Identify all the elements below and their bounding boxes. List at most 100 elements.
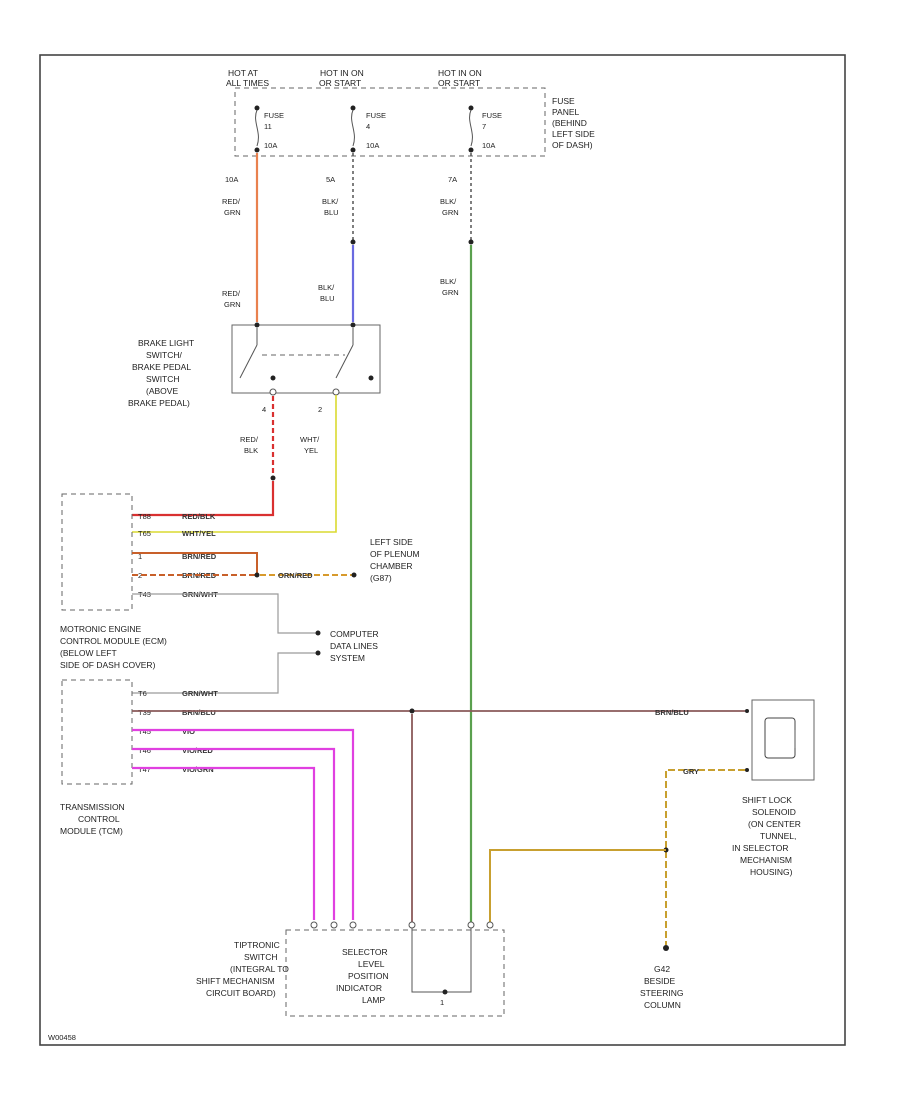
tcm-box: [61, 679, 133, 785]
selector-pin-gry: [486, 921, 494, 929]
wire-label-blk-grn-top-1: BLK/: [440, 197, 457, 206]
wire-label-orn-red: ORN/RED: [278, 571, 313, 580]
shift-lock-solenoid-box: [751, 699, 815, 781]
fuse-4-label: FUSE: [366, 111, 386, 120]
wire-grn-wht-tcm: [132, 652, 318, 694]
selector-label-4: INDICATOR: [336, 983, 382, 993]
wire-gry-to-lamp: [489, 849, 666, 925]
ground-label-1: LEFT SIDE: [370, 537, 413, 547]
connector-blk-grn: [468, 239, 474, 245]
ground-g87-label: LEFT SIDE OF PLENUM CHAMBER (G87): [370, 537, 420, 583]
tcm-wire-label-t46: VIO/RED: [182, 746, 213, 755]
ecm-box: [61, 493, 133, 611]
wire-wht-yel: [132, 395, 337, 533]
wire-label-red-grn-mid-2: GRN: [224, 300, 241, 309]
selector-pin-blk-grn: [467, 921, 475, 929]
shift-lock-label-5: IN SELECTOR: [732, 843, 789, 853]
tiptronic-label-3: (INTEGRAL TO: [230, 964, 289, 974]
shift-lock-label-3: (ON CENTER: [748, 819, 801, 829]
wire-label-red-blk-2: BLK: [244, 446, 258, 455]
fuse-4-top-terminal: [350, 105, 356, 111]
tcm-wire-label-t47: VIO/GRN: [182, 765, 214, 774]
data-line-connector-b: [315, 650, 321, 656]
brake-switch-terminal-b: [350, 322, 356, 328]
fuse-7-symbol: [469, 109, 473, 147]
fuse-7-rating: 10A: [482, 141, 495, 150]
brake-switch-pin-2: [332, 388, 340, 396]
tiptronic-label: TIPTRONIC SWITCH (INTEGRAL TO SHIFT MECH…: [196, 940, 289, 998]
wire-vio-red: [132, 747, 336, 920]
brake-switch-label-1: BRAKE LIGHT: [138, 338, 194, 348]
wire-label-blk-blu-top-1: BLK/: [322, 197, 339, 206]
fuse-7-bottom-terminal: [468, 147, 474, 153]
brake-switch-pin-right-label: 2: [318, 405, 322, 414]
tcm-label-1: TRANSMISSION: [60, 802, 125, 812]
wire-vio: [132, 728, 355, 920]
fuse-11-label: FUSE: [264, 111, 284, 120]
brake-switch-label: BRAKE LIGHT SWITCH/ BRAKE PEDAL SWITCH (…: [128, 338, 194, 408]
ecm-pin-t65: T65: [138, 529, 151, 538]
computer-data-label-3: SYSTEM: [330, 653, 365, 663]
tiptronic-label-4: SHIFT MECHANISM: [196, 976, 275, 986]
wire-label-blk-blu-mid-2: BLU: [320, 294, 335, 303]
brake-switch-label-5: (ABOVE: [146, 386, 178, 396]
fuse-4-bottom-terminal: [350, 147, 356, 153]
shift-lock-label-1: SHIFT LOCK: [742, 795, 792, 805]
ecm-label: MOTRONIC ENGINE CONTROL MODULE (ECM) (BE…: [60, 624, 167, 670]
wire-gry: [665, 769, 745, 945]
wire-label-red-grn-top-2: GRN: [224, 208, 241, 217]
ecm-label-3: (BELOW LEFT: [60, 648, 117, 658]
power-source-1: HOT AT ALL TIMES FUSE 11 10A 10A: [225, 68, 284, 184]
ecm-pin-t88: T88: [138, 512, 151, 521]
tcm-label: TRANSMISSION CONTROL MODULE (TCM): [60, 802, 125, 836]
selector-label: SELECTOR LEVEL POSITION INDICATOR LAMP: [336, 947, 389, 1005]
wire-label-gry: GRY: [683, 767, 699, 776]
shift-lock-solenoid-coil: [764, 717, 796, 759]
tcm-pin-t46: T46: [138, 746, 151, 755]
fuse-panel-label-3: (BEHIND: [552, 118, 587, 128]
wire-size-3: 7A: [448, 175, 457, 184]
brake-switch-pin-left-label: 4: [262, 405, 266, 414]
wire-label-red-blk-1: RED/: [240, 435, 259, 444]
diagram-frame: [39, 54, 846, 1046]
shift-lock-label-2: SOLENOID: [752, 807, 796, 817]
ecm-label-1: MOTRONIC ENGINE: [60, 624, 142, 634]
connector-red-blk: [270, 475, 276, 481]
shift-lock-label-4: TUNNEL,: [760, 831, 796, 841]
tcm-pin-t45: T45: [138, 727, 151, 736]
ground-g42-label: G42 BESIDE STEERING COLUMN: [640, 964, 683, 1010]
lamp-circuit: [411, 928, 472, 993]
ground-g42-label-3: STEERING: [640, 988, 683, 998]
solenoid-pin-1: [745, 709, 749, 713]
wire-vio-grn: [132, 766, 316, 920]
fuse-panel-label-5: OF DASH): [552, 140, 593, 150]
tiptronic-pin-b: [330, 921, 338, 929]
wire-grn-wht-ecm: [132, 593, 318, 634]
fuse-7-top-terminal: [468, 105, 474, 111]
ground-g42-label-2: BESIDE: [644, 976, 676, 986]
fuse-4-symbol: [351, 109, 355, 147]
brake-switch-blade-a: [239, 344, 258, 379]
selector-pin-brn-blu: [408, 921, 416, 929]
tcm-label-3: MODULE (TCM): [60, 826, 123, 836]
fuse-panel-label: FUSE PANEL (BEHIND LEFT SIDE OF DASH): [552, 96, 595, 150]
brake-switch-label-2: SWITCH/: [146, 350, 183, 360]
ground-g42-label-1: G42: [654, 964, 670, 974]
brake-switch-contact-b: [368, 375, 374, 381]
wire-label-blk-blu-mid-1: BLK/: [318, 283, 335, 292]
wire-label-red-grn-mid-1: RED/: [222, 289, 241, 298]
fuse-panel-box: [234, 87, 546, 157]
power-source-1-line1: HOT AT: [228, 68, 258, 78]
tiptronic-label-2: SWITCH: [244, 952, 278, 962]
tcm-wire-label-t6: GRN/WHT: [182, 689, 218, 698]
power-source-2-line1: HOT IN ON: [320, 68, 364, 78]
fuse-panel-label-4: LEFT SIDE: [552, 129, 595, 139]
lamp-terminal: [442, 989, 448, 995]
lamp-pin-label: 1: [440, 998, 444, 1007]
ground-g87: [351, 572, 357, 578]
tcm-wire-label-t45: VIO: [182, 727, 195, 736]
fuse-11-number: 11: [264, 122, 272, 131]
fuse-11-symbol: [255, 109, 259, 147]
tcm-pin-t6: T6: [138, 689, 147, 698]
